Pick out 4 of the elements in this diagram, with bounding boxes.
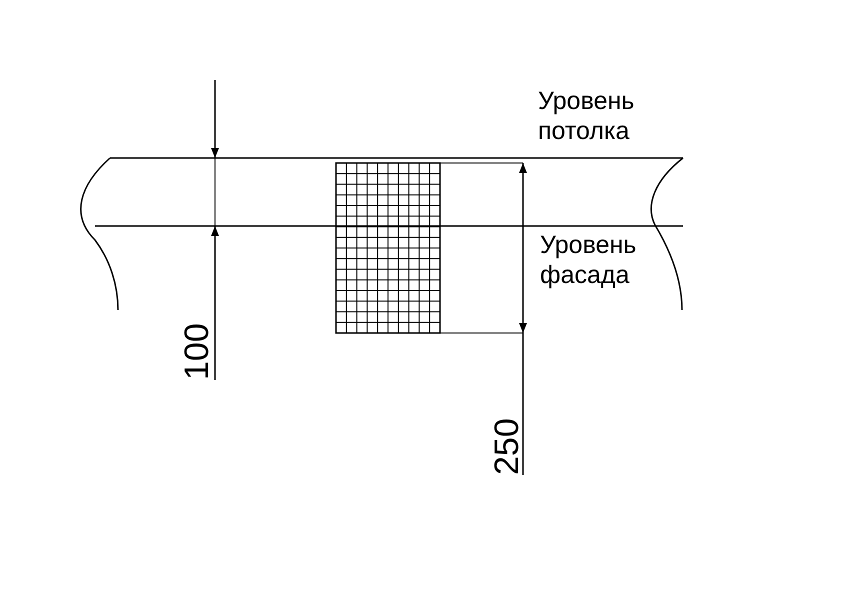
level-note: Уровень потолка bbox=[538, 86, 636, 146]
dimension-value: 250 bbox=[490, 418, 524, 475]
dimension-value: 100 bbox=[180, 323, 214, 380]
level-note: Уровень фасада bbox=[540, 230, 638, 290]
